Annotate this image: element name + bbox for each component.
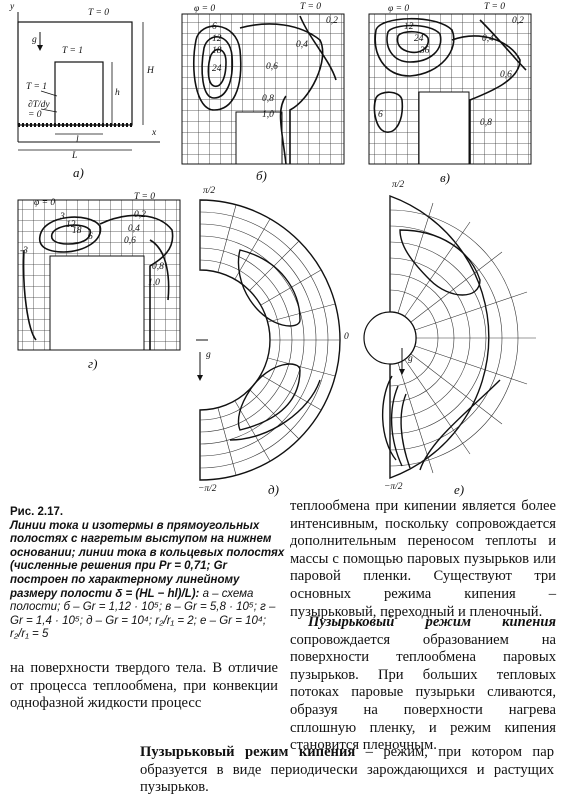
definition-heading: Пузырьковый режим кипения: [140, 744, 356, 760]
phi-label-g: φ = 0: [34, 198, 56, 208]
figure-caption: Рис. 2.17. Линии тока и изотермы в прямо…: [10, 506, 288, 642]
isoline-label: 0,2: [512, 16, 524, 26]
dim-L-label: L: [72, 151, 78, 161]
right-paragraph-2-text: сопровождается образованием на поверхнос…: [290, 631, 556, 754]
panel-label-d: д): [268, 482, 279, 497]
caption-title: Рис. 2.17.: [10, 506, 64, 518]
isoline-label: 0,6: [266, 62, 278, 72]
panel-b-contours: [181, 13, 345, 165]
isoline-label: 12: [404, 22, 414, 32]
zero-label-d: 0: [344, 332, 349, 342]
isoline-label: 1,0: [262, 110, 274, 120]
pi-half-top-d: π/2: [203, 186, 216, 196]
isoline-label: 0,8: [480, 118, 492, 128]
axis-y-label: y: [10, 2, 15, 12]
panel-g-contours: [17, 199, 181, 351]
panel-a-schematic: [17, 12, 160, 151]
isoline-label: 12: [212, 34, 222, 44]
isoline-label: 1,0: [148, 278, 160, 288]
isoline-label: 6: [378, 110, 383, 120]
bubble-boiling-heading: Пузырьковый режим кипения: [308, 614, 556, 630]
t1-top-label: T = 1: [62, 46, 84, 56]
t1-side-label: T = 1: [26, 82, 48, 92]
isoline-label: 6: [212, 22, 217, 32]
t0-label-v: T = 0: [484, 2, 506, 12]
panel-label-a: а): [73, 165, 84, 180]
caption-text: Линии тока и изотермы в прямоугольных по…: [10, 519, 285, 600]
isoline-label: 0,2: [326, 16, 338, 26]
isoline-label: 24: [212, 64, 222, 74]
isoline-label: 0,4: [482, 34, 494, 44]
isoline-label: 0,6: [124, 236, 136, 246]
isoline-label: 36: [420, 46, 430, 56]
panel-v-contours: [368, 13, 532, 165]
dtdy-label: ∂T/dy = 0: [28, 100, 50, 120]
isoline-label: 3: [60, 212, 65, 222]
panel-label-b: б): [256, 168, 267, 183]
right-paragraph-2: Пузырьковый режим кипения сопровождается…: [290, 614, 556, 755]
t0-label-b: T = 0: [300, 2, 322, 12]
isoline-label: 0,4: [128, 224, 140, 234]
left-paragraph: на поверхности твердого тела. В отличие …: [10, 660, 278, 712]
pi-half-bottom-d: −π/2: [198, 484, 217, 494]
isoline-label: 12: [66, 220, 76, 230]
panel-label-e: е): [454, 482, 465, 497]
right-paragraph-1: теплообмена при кипении является более и…: [290, 498, 556, 620]
pi-half-bottom-e: −π/2: [384, 482, 403, 492]
gravity-label-a: g: [32, 35, 37, 45]
isoline-label: 0,2: [134, 210, 146, 220]
panel-label-g: г): [88, 356, 98, 371]
isoline-label: 0,6: [500, 70, 512, 80]
t0-label-g: T = 0: [134, 192, 156, 202]
definition-paragraph: Пузырьковый режим кипения – режим, при к…: [140, 744, 554, 797]
phi-label-b: φ = 0: [194, 4, 216, 14]
isoline-label: 0,4: [296, 40, 308, 50]
dim-h-label: h: [115, 88, 120, 98]
panel-e-annulus: [363, 194, 536, 480]
isoline-label: 18: [212, 46, 222, 56]
pi-half-top-e: π/2: [392, 180, 405, 190]
gravity-label-e: g: [408, 354, 413, 364]
dim-l-label: l: [76, 135, 79, 145]
isoline-label: 0,8: [152, 262, 164, 272]
panel-label-v: в): [440, 170, 450, 185]
isoline-label: -3: [20, 246, 28, 256]
isoline-label: 6: [88, 232, 93, 242]
dim-H-label: H: [147, 66, 154, 76]
isoline-label: 24: [414, 34, 424, 44]
t0-label-a: T = 0: [88, 8, 110, 18]
caption-items: а – схема полости; б – Gr = 1,12 · 10⁵; …: [10, 587, 276, 641]
isoline-label: 0,8: [262, 94, 274, 104]
panel-d-annulus: [196, 199, 341, 481]
isoline-label: 18: [72, 226, 82, 236]
figure-2-17: [17, 12, 536, 481]
definition-text: – режим, при котором пар образуется в ви…: [140, 744, 555, 796]
axis-x-label: x: [152, 128, 157, 138]
gravity-label-d: g: [206, 350, 211, 360]
phi-label-v: φ = 0: [388, 4, 410, 14]
